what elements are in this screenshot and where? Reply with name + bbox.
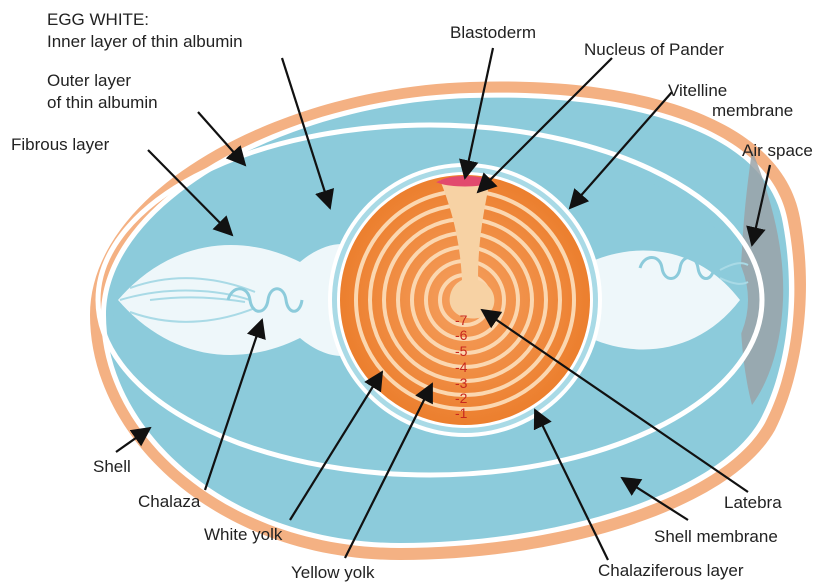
label-outer-thin-albumin-2: of thin albumin (47, 92, 158, 113)
label-nucleus-of-pander: Nucleus of Pander (584, 39, 724, 60)
ring-number: -7 (455, 312, 468, 328)
label-blastoderm: Blastoderm (450, 22, 536, 43)
label-inner-thin-albumin: Inner layer of thin albumin (47, 31, 243, 52)
label-outer-thin-albumin-1: Outer layer (47, 70, 131, 91)
blastoderm (440, 178, 490, 186)
ring-number: -5 (455, 343, 468, 359)
label-egg-white: EGG WHITE: (47, 9, 149, 30)
ring-number: -6 (455, 327, 468, 343)
ring-numbers: -7 -6 -5 -4 -3 -2 -1 (455, 312, 468, 421)
ring-number: -3 (455, 375, 468, 391)
label-fibrous-layer: Fibrous layer (11, 134, 109, 155)
label-chalaziferous-layer: Chalaziferous layer (598, 560, 744, 581)
label-latebra: Latebra (724, 492, 782, 513)
ring-number: -2 (455, 390, 468, 406)
label-air-space: Air space (742, 140, 813, 161)
label-vitelline-2: membrane (712, 100, 793, 121)
label-chalaza: Chalaza (138, 491, 200, 512)
ring-number: -4 (455, 359, 468, 375)
label-yellow-yolk: Yellow yolk (291, 562, 374, 583)
ring-number: -1 (455, 405, 468, 421)
label-shell-membrane: Shell membrane (654, 526, 778, 547)
label-vitelline-1: Vitelline (668, 80, 727, 101)
label-shell: Shell (93, 456, 131, 477)
label-white-yolk: White yolk (204, 524, 282, 545)
